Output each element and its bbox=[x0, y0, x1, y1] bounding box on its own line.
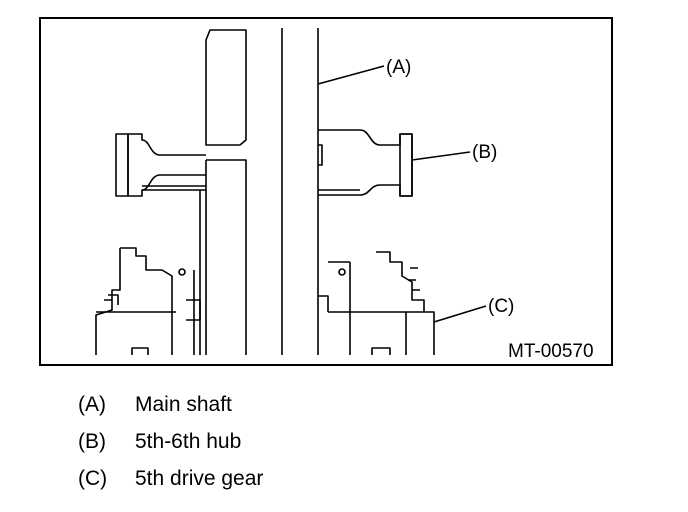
leader-b bbox=[411, 151, 471, 161]
callout-c: (C) bbox=[488, 296, 514, 317]
legend-key: (C) bbox=[78, 467, 108, 490]
callout-a: (A) bbox=[386, 57, 411, 78]
legend-label: Main shaft bbox=[135, 393, 232, 416]
legend-label: 5th-6th hub bbox=[135, 430, 242, 453]
legend-row: (A) Main shaft bbox=[78, 393, 263, 430]
left-synchro-2 bbox=[95, 248, 121, 355]
legend: (A) Main shaft (B) 5th-6th hub (C) 5th d… bbox=[78, 393, 263, 504]
figure-frame bbox=[39, 17, 613, 366]
legend-row: (B) 5th-6th hub bbox=[78, 430, 263, 467]
legend-key: (B) bbox=[78, 430, 106, 453]
left-ball bbox=[178, 268, 186, 276]
left-sleeve-upper bbox=[205, 29, 247, 146]
hub-right bbox=[318, 129, 413, 197]
callout-b: (B) bbox=[472, 142, 497, 163]
hub-right-flange bbox=[399, 133, 413, 197]
legend-key: (A) bbox=[78, 393, 106, 416]
right-lower-notch bbox=[371, 347, 391, 355]
leader-a bbox=[317, 65, 385, 85]
leader-c bbox=[433, 305, 487, 323]
right-synchro bbox=[376, 251, 425, 312]
left-washer bbox=[186, 299, 201, 321]
left-sleeve-lower bbox=[205, 159, 247, 355]
right-collar bbox=[318, 295, 329, 312]
legend-label: 5th drive gear bbox=[135, 467, 264, 490]
hub-left-flange bbox=[115, 133, 129, 197]
legend-row: (C) 5th drive gear bbox=[78, 467, 263, 504]
right-ball bbox=[338, 268, 346, 276]
figure-id: MT-00570 bbox=[508, 341, 594, 362]
drawing-lines bbox=[95, 28, 487, 355]
left-lower-notch bbox=[131, 347, 149, 355]
right-inner bbox=[328, 261, 351, 355]
shaft-notch-right bbox=[318, 144, 323, 166]
left-small-parts bbox=[104, 294, 119, 305]
right-gear-body bbox=[328, 311, 435, 355]
left-synchro bbox=[120, 247, 173, 355]
right-small-parts bbox=[408, 267, 420, 291]
